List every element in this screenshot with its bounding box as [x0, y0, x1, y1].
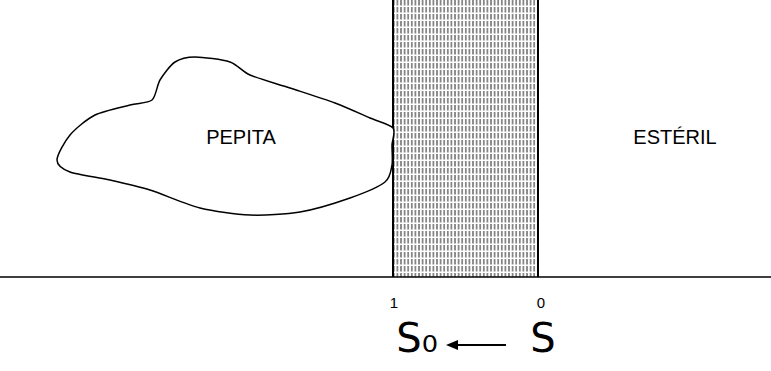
zone-label: ESTÉRIL — [633, 127, 716, 147]
boundary-value: 1 — [390, 295, 398, 310]
symbol-label: S — [530, 318, 555, 358]
direction-arrow — [452, 344, 506, 346]
symbol-label: S₀ — [396, 318, 437, 358]
node-label: PEPITA — [206, 127, 276, 147]
ore-outline-path — [57, 57, 394, 215]
boundary-value: 0 — [537, 295, 545, 310]
ore-body: PEPITA — [50, 50, 400, 225]
hatched-band — [393, 0, 538, 277]
ground-line — [0, 276, 771, 278]
arrow-head — [446, 340, 458, 350]
band-border — [537, 0, 539, 277]
